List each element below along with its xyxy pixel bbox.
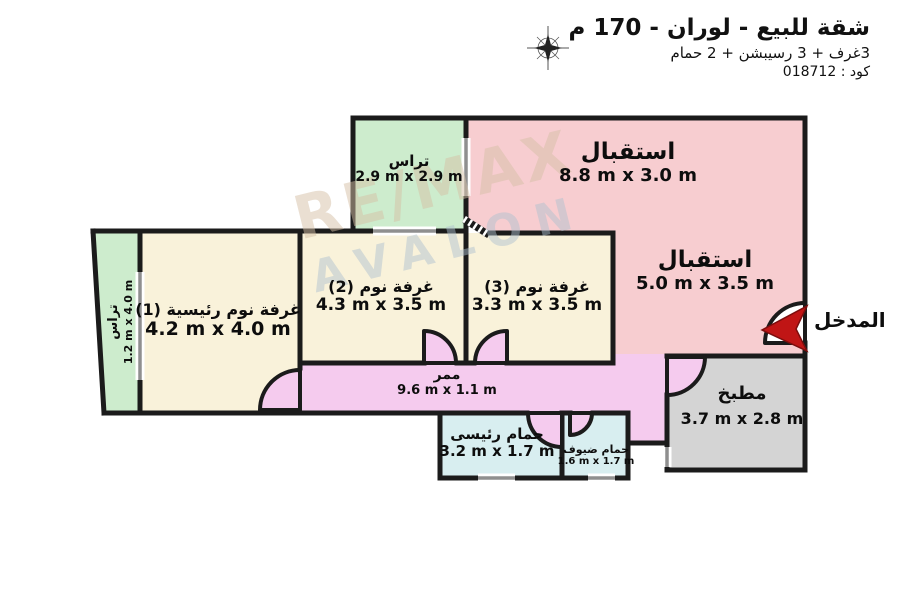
room-dims: 1.2 m x 4.0 m — [122, 279, 136, 365]
room-fills — [93, 118, 805, 478]
windows-group — [135, 138, 672, 483]
compass-icon — [527, 26, 569, 70]
room-name: ممر — [433, 367, 461, 383]
room-label-top-terrace: تراس 2.9 m x 2.9 m — [355, 153, 462, 185]
room-name: غرفة نوم رئيسية (1) — [135, 300, 301, 319]
room-dims: 3.2 m x 1.7 m — [439, 441, 555, 460]
door-arc-bedroom2 — [422, 329, 458, 365]
door-arc-guest-bath — [568, 411, 594, 437]
room-name: حمام ضيوف — [562, 443, 630, 456]
terrace-door-hatch — [462, 216, 491, 238]
terrace-door-hatch-stripes — [462, 216, 491, 238]
entrance-arrow-icon — [760, 304, 809, 353]
room-label-reception-main: استقبال 8.8 m x 3.0 m — [559, 139, 697, 186]
room-label-kitchen: مطبخ 3.7 m x 2.8 m — [680, 383, 804, 429]
room-name: مطبخ — [717, 383, 767, 404]
room-dims: 4.3 m x 3.5 m — [315, 294, 447, 315]
room-dims: 3.3 m x 3.5 m — [471, 294, 603, 315]
room-dims: 3.7 m x 2.8 m — [680, 409, 804, 429]
room-label-corridor: ممر 9.6 m x 1.1 m — [397, 367, 497, 398]
room-name: غرفة نوم (3) — [484, 277, 590, 296]
page-subtitle: 3غرف + 3 رسيبشن + 2 حمام — [670, 43, 870, 62]
room-reception-fill — [466, 118, 805, 356]
room-name: تراس — [388, 152, 430, 170]
room-name: غرفة نوم (2) — [328, 277, 434, 296]
room-label-side-terrace: تراس 1.2 m x 4.0 m — [106, 280, 136, 364]
room-name: استقبال — [657, 247, 753, 273]
room-name: حمام رئيسى — [450, 425, 544, 443]
room-label-reception-second: استقبال 5.0 m x 3.5 m — [636, 247, 774, 294]
room-name: استقبال — [580, 139, 676, 165]
room-dims: 4.2 m x 4.0 m — [145, 317, 291, 340]
room-label-master-bedroom: غرفة نوم رئيسية (1) 4.2 m x 4.0 m — [135, 301, 301, 340]
header: شقة للبيع - لوران - 170 م 3غرف + 3 رسيبش… — [569, 14, 870, 83]
room-corridor-fill — [300, 354, 667, 443]
room-label-master-bath: حمام رئيسى 3.2 m x 1.7 m — [440, 426, 555, 460]
room-label-guest-bath: حمام ضيوف 1.6 m x 1.7 m — [557, 443, 635, 468]
door-arc-master-bath — [526, 411, 564, 449]
door-arc-bedroom3 — [473, 329, 509, 365]
door-arc-master-bedroom — [258, 368, 302, 412]
page-title: شقة للبيع - لوران - 170 م — [568, 15, 870, 41]
room-dims: 1.6 m x 1.7 m — [557, 456, 635, 468]
room-label-bedroom2: غرفة نوم (2) 4.3 m x 3.5 m — [316, 278, 446, 315]
room-dims: 9.6 m x 1.1 m — [397, 382, 497, 398]
listing-code: كود : 018712 — [782, 64, 870, 80]
room-dims: 8.8 m x 3.0 m — [559, 164, 697, 186]
entrance-label: المدخل — [814, 308, 886, 332]
room-label-bedroom3: غرفة نوم (3) 3.3 m x 3.5 m — [472, 278, 602, 315]
room-dims: 5.0 m x 3.5 m — [636, 272, 774, 294]
room-top-terrace-fill — [353, 118, 466, 231]
window-sills — [138, 138, 669, 480]
room-dims: 2.9 m x 2.9 m — [355, 168, 463, 185]
room-side-terrace-fill — [93, 231, 140, 413]
door-arc-kitchen — [665, 355, 707, 397]
room-name: تراس — [106, 304, 121, 340]
